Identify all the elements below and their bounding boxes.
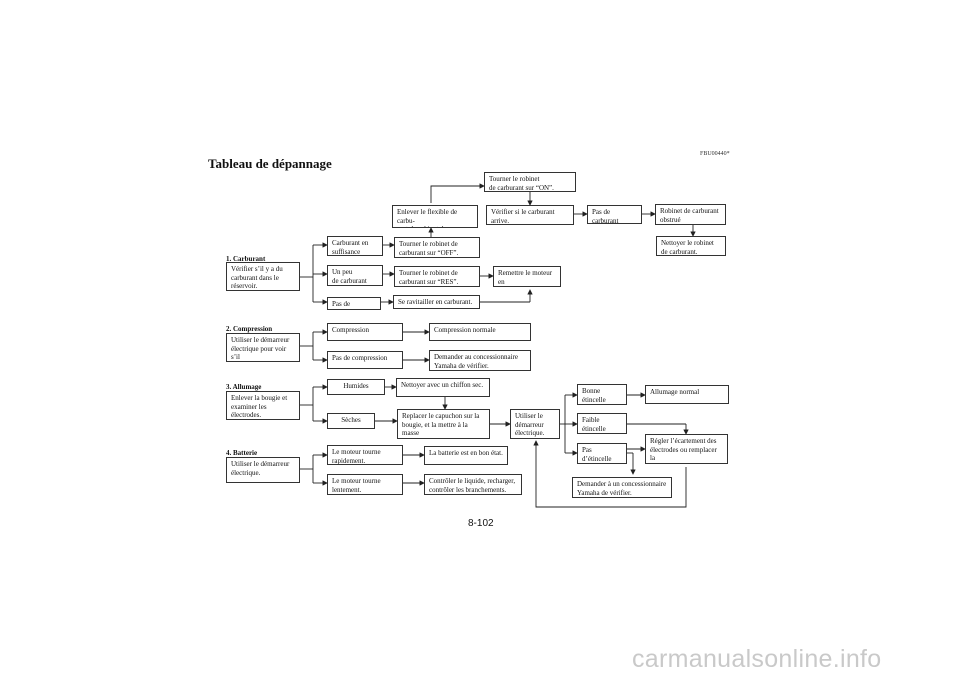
no-fuel-flow-box: Pas de carburant (587, 205, 642, 224)
section-heading-fuel: 1. Carburant (226, 255, 266, 263)
ignition-dealer-box: Demander à un concessionnaire Yamaha de … (572, 477, 672, 498)
engine-slow-box: Le moteur tourne lentement. (327, 474, 403, 495)
section-heading-compression: 2. Compression (226, 325, 273, 333)
reinstall-cap-box: Replacer le capuchon sur la bougie, et l… (397, 409, 490, 439)
restart-engine-box: Remettre le moteur en marche. (493, 266, 561, 287)
fuel-on-box: Tourner le robinet de carburant sur “ON”… (484, 172, 576, 192)
section-heading-ignition: 3. Allumage (226, 383, 262, 391)
page-title: Tableau de dépannage (208, 156, 332, 171)
fuel-off-box: Tourner le robinet de carburant sur “OFF… (394, 237, 480, 258)
compression-ok-box: Compression (327, 323, 403, 341)
fuel-res-box: Tourner le robinet de carburant sur “RES… (394, 266, 480, 287)
battery-check-box: Utiliser le démarreur électrique. (226, 457, 300, 483)
wipe-plug-box: Nettoyer avec un chiffon sec. (396, 378, 490, 397)
valve-clogged-box: Robinet de carburant obstrué (655, 204, 726, 225)
adjust-gap-box: Régler l’écartement des électrodes ou re… (645, 434, 728, 464)
ignition-normal-box: Allumage normal (645, 385, 729, 404)
watermark: carmanualsonline.info (632, 645, 882, 673)
section-heading-battery: 4. Batterie (226, 449, 258, 457)
check-flow-box: Vérifier si le carburant arrive. (486, 205, 574, 225)
battery-ok-box: La batterie est en bon état. (424, 446, 508, 465)
ignition-check-box: Enlever la bougie et examiner les électr… (226, 391, 300, 420)
check-battery-box: Contrôler le liquide, recharger, contrôl… (424, 474, 522, 495)
use-starter-box: Utiliser le démarreur électrique. (510, 409, 560, 439)
page-code: FBU00440* (700, 151, 730, 157)
engine-fast-box: Le moteur tourne rapidement. (327, 445, 403, 465)
fuel-none-box: Pas de carburant (327, 297, 381, 310)
fuel-check-box: Vérifier s’il y a du carburant dans le r… (226, 262, 300, 291)
weak-spark-box: Faible étincelle (577, 413, 627, 434)
compression-check-box: Utiliser le démarreur électrique pour vo… (226, 333, 300, 362)
refuel-box: Se ravitailler en carburant. (393, 295, 480, 309)
no-spark-box: Pas d’étincelle (577, 443, 627, 464)
compression-none-box: Pas de compression (327, 351, 403, 369)
page-number: 8-102 (468, 518, 494, 529)
remove-hose-box: Enlever le flexible de carbu- rant du ro… (392, 205, 478, 228)
plug-wet-box: Humides (327, 379, 385, 395)
compression-normal-box: Compression normale (429, 323, 531, 341)
compression-dealer-box: Demander au concessionnaire Yamaha de vé… (429, 350, 531, 371)
good-spark-box: Bonne étincelle (577, 384, 627, 405)
fuel-little-box: Un peu de carburant (327, 265, 383, 286)
fuel-enough-box: Carburant en suffisance (327, 236, 383, 256)
plug-dry-box: Sèches (327, 413, 375, 429)
clean-valve-box: Nettoyer le robinet de carburant. (656, 236, 726, 256)
